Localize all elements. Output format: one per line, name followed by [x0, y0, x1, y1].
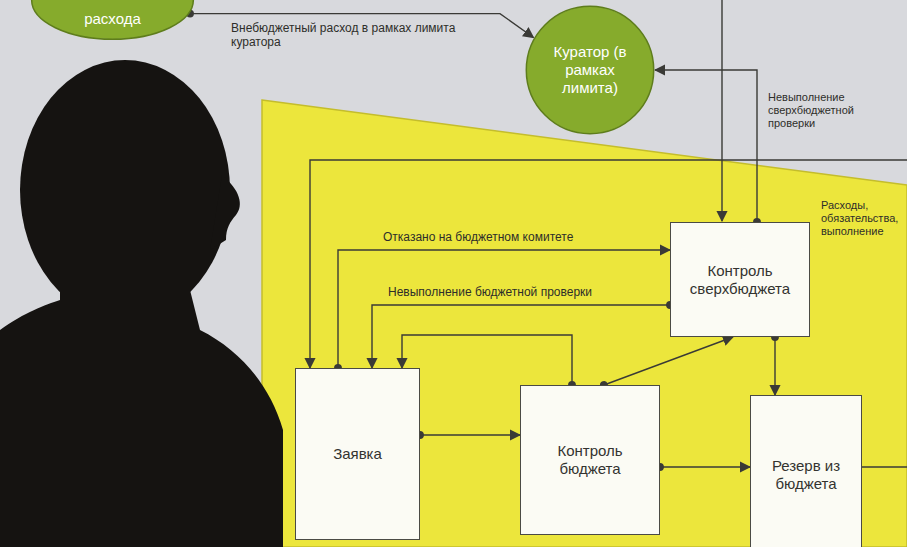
node-text: Резерв из бюджета: [751, 457, 861, 493]
connector: [774, 337, 775, 395]
node-text: расхода: [84, 10, 141, 28]
edge-label: Внебюджетный расход в рамках лимита кура…: [228, 20, 478, 51]
process-box: Контроль бюджета: [520, 385, 660, 535]
presenter-body: [0, 290, 283, 547]
presenter-head: [20, 60, 230, 320]
edge-label: Невыполнение бюджетной проверки: [385, 284, 595, 300]
wire: [310, 160, 907, 368]
connector: [655, 70, 757, 222]
connector: [402, 335, 572, 385]
role-circle: Куратор (в рамках лимита): [525, 5, 655, 135]
node-text: Куратор (в рамках лимита): [539, 43, 640, 97]
process-box: Контроль сверхбюджета: [670, 222, 810, 337]
circle-outline: [32, 0, 194, 39]
note-label: Расходы, обязательства, выполнение: [818, 198, 904, 240]
edge-label: Невыполнение сверхбюджетной проверки: [765, 90, 887, 132]
connector: [660, 466, 750, 467]
role-circle: расхода: [30, 0, 195, 40]
node-text: Контроль сверхбюджета: [671, 262, 809, 298]
connector: [604, 337, 733, 385]
circle-outline: [526, 6, 653, 133]
presenter-silhouette: [0, 60, 283, 547]
connector: [372, 305, 670, 368]
wire: [862, 466, 907, 467]
process-box: Заявка: [295, 368, 420, 540]
process-box: Резерв из бюджета: [750, 395, 862, 547]
edge-label: Отказано на бюджетном комитете: [380, 229, 576, 245]
node-text: Контроль бюджета: [521, 442, 659, 478]
connector: [420, 434, 520, 435]
wire: [721, 0, 722, 221]
presenter-face: [210, 175, 240, 250]
node-text: Заявка: [327, 445, 388, 463]
swimlane-region: [262, 100, 907, 547]
connector: [338, 250, 670, 368]
